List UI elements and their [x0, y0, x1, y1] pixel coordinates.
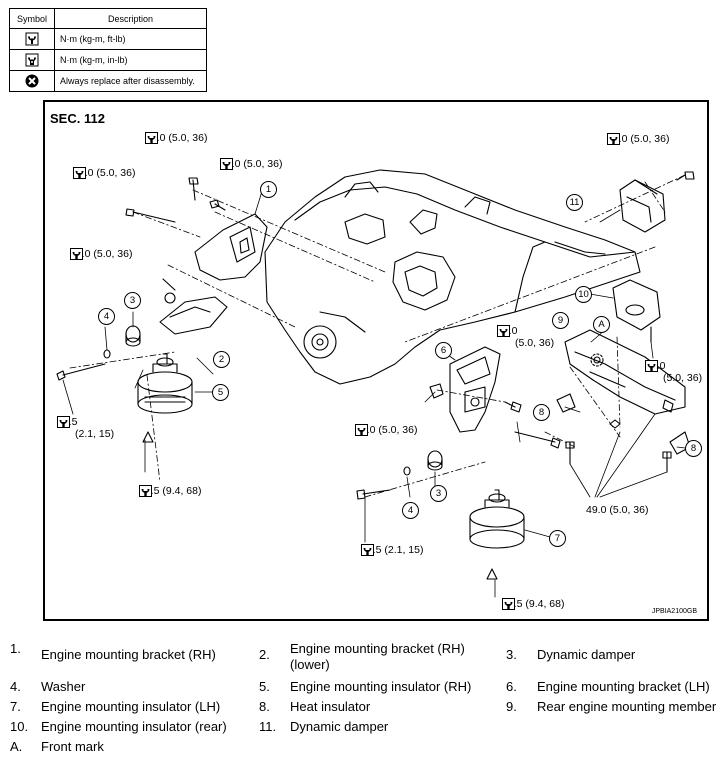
callout-6: 6 [435, 342, 452, 359]
bolt-set-rh [56, 177, 226, 381]
parts-row: 1. Engine mounting bracket (RH) 2. Engin… [10, 641, 636, 672]
torque-label: 49.0 (5.0, 36) [73, 167, 136, 179]
torque-wrench-icon [497, 325, 510, 337]
torque-wrench-icon [73, 167, 86, 179]
parts-list: 1. Engine mounting bracket (RH) 2. Engin… [10, 641, 720, 759]
torque-wrench-icon [57, 416, 70, 428]
section-label: SEC. 112 [50, 111, 105, 126]
engine-mounting-bracket-rh [194, 213, 268, 281]
bolt-set-rear [565, 171, 695, 473]
callout-11: 11 [566, 194, 583, 211]
torque-label: 49.0(5.0, 36) [645, 360, 702, 384]
callout-4: 4 [402, 502, 419, 519]
engine-mounting-insulator-rh [137, 353, 193, 443]
engine-transmission-outline [264, 169, 641, 385]
callout-3: 3 [124, 292, 141, 309]
torque-wrench-icon [145, 132, 158, 144]
legend-row-text: Always replace after disassembly. [54, 70, 207, 92]
legend-table: Symbol Description N·m (kg-m, ft-lb) N·m… [9, 8, 207, 92]
callout-2: 2 [213, 351, 230, 368]
assembly-center-lines [69, 174, 686, 498]
dynamic-damper-rh [125, 325, 141, 347]
torque-wrench-icon [361, 544, 374, 556]
callout-9: 9 [552, 312, 569, 329]
torque-wrench-icon [70, 248, 83, 260]
torque-wrench-icon [607, 133, 620, 145]
dynamic-damper-rear [619, 179, 666, 233]
callout-a-front-mark: A [593, 316, 610, 333]
parts-row: 10.Engine mounting insulator (rear) 11.D… [10, 719, 389, 734]
legend-row-text: N·m (kg-m, ft-lb) [54, 28, 207, 50]
torque-wrench-icon [220, 158, 233, 170]
callout-10: 10 [575, 286, 592, 303]
torque-wrench-icon [645, 360, 658, 372]
engine-mounting-insulator-lh [469, 489, 525, 580]
torque-label: 20.5(2.1, 15) [57, 416, 114, 440]
legend-header-symbol: Symbol [9, 8, 55, 29]
parts-row: 7.Engine mounting insulator (LH) 8.Heat … [10, 699, 717, 714]
callout-1: 1 [260, 181, 277, 198]
parts-row: 4.Washer 5.Engine mounting insulator (RH… [10, 679, 710, 694]
torque-label: 92.5 (9.4, 68) [502, 598, 565, 610]
front-mark-circle [590, 353, 604, 367]
rear-engine-mounting-member [556, 329, 691, 455]
torque-label: 49.0 (5.0, 36) [145, 132, 208, 144]
replace-always-icon [25, 74, 39, 88]
callout-7: 7 [549, 530, 566, 547]
washer-lh [403, 466, 411, 476]
torque-label: 49.0 (5.0, 36) [586, 504, 649, 516]
torque-label: 49.0 (5.0, 36) [220, 158, 283, 170]
torque-label: 49.0 (5.0, 36) [607, 133, 670, 145]
legend-header-description: Description [54, 8, 207, 29]
callout-3: 3 [430, 485, 447, 502]
bolt-set-lh [356, 401, 561, 500]
figure-code: JPBIA2100GB [651, 608, 697, 615]
torque-wrench-icon [139, 485, 152, 497]
torque-label: 49.0 (5.0, 36) [355, 424, 418, 436]
leader-lines [62, 187, 686, 598]
torque-wrench-inlb-icon [25, 53, 39, 67]
torque-wrench-icon [502, 598, 515, 610]
exploded-view-diagram: SEC. 112 49.0 (5.0, 36) 49.0 (5.0, 36) 4… [43, 100, 709, 621]
torque-wrench-icon [355, 424, 368, 436]
torque-wrench-icon [25, 32, 39, 46]
torque-label: 92.5 (9.4, 68) [139, 485, 202, 497]
callout-5: 5 [212, 384, 229, 401]
torque-label: 20.5 (2.1, 15) [361, 544, 424, 556]
legend-row-text: N·m (kg-m, in-lb) [54, 49, 207, 71]
parts-row: A.Front mark [10, 739, 104, 754]
dynamic-damper-lh [427, 450, 443, 471]
engine-mounting-bracket-rh-lower [159, 296, 228, 335]
engine-mounting-insulator-rear [612, 279, 661, 343]
torque-label: 49.0(5.0, 36) [497, 325, 554, 349]
callout-4: 4 [98, 308, 115, 325]
engine-mount-drawing [56, 169, 695, 598]
washer-rh [103, 349, 111, 359]
engine-mounting-bracket-lh [449, 346, 501, 433]
callout-8: 8 [685, 440, 702, 457]
torque-label: 49.0 (5.0, 36) [70, 248, 133, 260]
callout-8: 8 [533, 404, 550, 421]
